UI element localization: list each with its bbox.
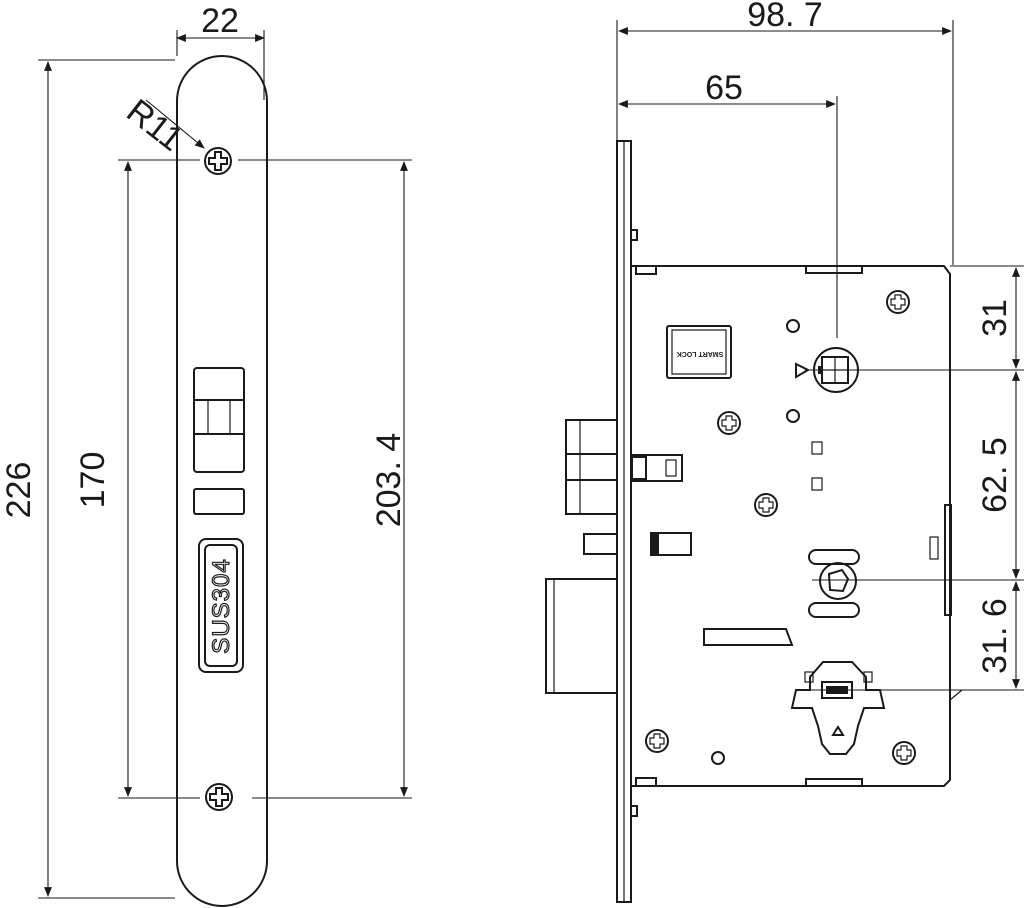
latch-bolt xyxy=(565,419,618,515)
label-plate-text: SMART LOCK xyxy=(677,350,724,357)
width-dimension: 22 xyxy=(176,2,265,100)
dim-width-label: 22 xyxy=(201,2,239,40)
dim-backset-label: 65 xyxy=(705,69,743,107)
radius-dimension: R11 xyxy=(119,92,205,159)
smart-lock-label-plate: SMART LOCK xyxy=(666,325,732,379)
dim-top-to-spindle-label: 31 xyxy=(976,299,1014,337)
case-hole xyxy=(711,751,725,765)
case-screw-icon xyxy=(892,741,916,765)
backset-dimension: 65 xyxy=(618,69,838,338)
total-width-dimension: 98. 7 xyxy=(616,0,954,265)
dim-spindle-to-follower-label: 62. 5 xyxy=(976,437,1014,513)
total-length-dimension: 226 xyxy=(0,59,175,899)
dim-screw-pitch-label: 203. 4 xyxy=(370,433,408,528)
deadbolt-slot: SUS304 xyxy=(198,538,244,673)
dim-inner-length-label: 170 xyxy=(74,452,112,509)
deadbolt-link xyxy=(703,628,794,646)
dim-total-width-label: 98. 7 xyxy=(747,0,823,34)
follower-hub xyxy=(808,549,870,618)
inner-length-dimension: 170 xyxy=(74,159,200,799)
auxiliary-latch-slot xyxy=(193,488,245,515)
case-screw-icon xyxy=(645,729,669,753)
dim-total-length-label: 226 xyxy=(0,462,38,519)
cylinder-cam xyxy=(790,661,886,755)
deadbolt xyxy=(545,578,618,694)
case-screw-icon xyxy=(754,493,778,517)
screw-pitch-dimension: 203. 4 xyxy=(238,159,412,799)
top-screw-icon xyxy=(204,147,232,175)
dim-radius-label: R11 xyxy=(119,92,190,159)
lock-case-body xyxy=(630,265,951,787)
sensor-block xyxy=(631,454,683,482)
faceplate-profile xyxy=(616,140,638,903)
latch-opening xyxy=(193,367,245,473)
spindle-hub xyxy=(795,347,880,393)
case-screw-icon xyxy=(886,290,910,314)
vertical-dimensions: 31 62. 5 31. 6 xyxy=(860,265,1024,691)
material-stamp-label: SUS304 xyxy=(208,558,235,653)
faceplate-view: 22 R11 226 170 203. 4 xyxy=(0,2,412,907)
case-screw-icon xyxy=(717,411,741,435)
dim-follower-to-cylinder-label: 31. 6 xyxy=(976,598,1014,674)
faceplate-outline xyxy=(176,55,268,907)
bottom-screw-icon xyxy=(205,783,233,811)
auxiliary-latch xyxy=(583,533,618,555)
side-view: 98. 7 65 31 62. 5 31. 6 xyxy=(545,0,1024,903)
